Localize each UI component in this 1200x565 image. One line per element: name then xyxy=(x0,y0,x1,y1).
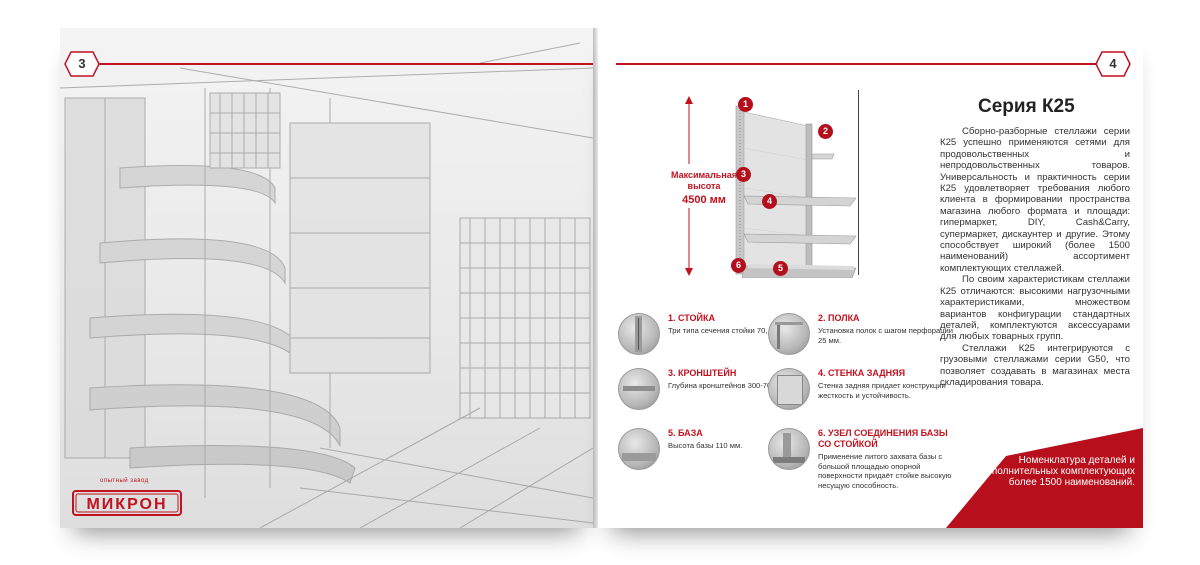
page-top-rule xyxy=(90,63,593,65)
page-number: 4 xyxy=(1109,56,1117,71)
component-description: Стенка задняя придает конструкции жестко… xyxy=(818,381,946,400)
component-title: 2. ПОЛКА xyxy=(818,313,860,323)
component-title: 6. УЗЕЛ СОЕДИНЕНИЯ БАЗЫ СО СТОЙКОЙ xyxy=(818,428,948,449)
rack-illustration xyxy=(735,105,857,278)
nomenclature-note: Номенклатура деталей и дополнительных ко… xyxy=(980,455,1135,489)
component-description: Применение литого захвата базы с большой… xyxy=(818,452,952,490)
component-title: 3. КРОНШТЕЙН xyxy=(668,368,737,378)
component-description: Глубина кронштейнов 300-700 мм. xyxy=(668,381,791,390)
component-description: Установка полок с шагом перфорации 25 мм… xyxy=(818,326,954,345)
component-title: 5. БАЗА xyxy=(668,428,703,438)
shelf-thumbnail xyxy=(768,313,810,355)
component-description: Высота базы 110 мм. xyxy=(668,441,743,450)
bracket-thumbnail xyxy=(618,368,660,410)
series-title: Серия К25 xyxy=(978,96,1075,117)
page-number-hexagon xyxy=(64,51,100,77)
left-page: 3 опытный завод МИКРОН xyxy=(60,28,593,528)
logo-tagline: опытный завод xyxy=(100,478,149,484)
height-arrow xyxy=(685,96,693,276)
description-paragraph-3: Стеллажи К25 интегрируются с грузовыми с… xyxy=(940,342,1130,388)
nomenclature-banner xyxy=(946,428,1143,528)
page-top-rule xyxy=(616,63,1096,65)
diagram-marker-3: 3 xyxy=(736,167,751,182)
diagram-marker-1: 1 xyxy=(738,97,753,112)
store-shelving-photo xyxy=(60,42,593,528)
mikron-logo: МИКРОН xyxy=(72,490,182,516)
page-number-hexagon xyxy=(1095,51,1131,77)
description-paragraph-2: По своим характеристикам стеллажи К25 от… xyxy=(940,274,1130,343)
spine-shadow xyxy=(593,28,598,528)
max-height-value: 4500 мм xyxy=(682,194,726,206)
diagram-marker-4: 4 xyxy=(762,194,777,209)
diagram-marker-2: 2 xyxy=(818,124,833,139)
base-joint-thumbnail xyxy=(768,428,810,470)
description-paragraph-1: Сборно-разборные стеллажи серии К25 успе… xyxy=(940,126,1130,274)
diagram-marker-5: 5 xyxy=(773,261,788,276)
logo-name: МИКРОН xyxy=(86,496,167,513)
description-body: Сборно-разборные стеллажи серии К25 успе… xyxy=(940,126,1130,388)
diagram-marker-6: 6 xyxy=(731,258,746,273)
back-panel-thumbnail xyxy=(768,368,810,410)
component-description: Три типа сечения стойки 70, 90, 110 мм xyxy=(668,326,807,335)
right-page: 4 Максимальная высота 4500 мм xyxy=(598,28,1143,528)
component-title: 1. СТОЙКА xyxy=(668,313,716,323)
base-thumbnail xyxy=(618,428,660,470)
max-height-label: Максимальная высота xyxy=(670,170,738,191)
component-title: 4. СТЕНКА ЗАДНЯЯ xyxy=(818,368,906,378)
column-divider xyxy=(858,90,859,275)
page-number: 3 xyxy=(78,56,86,71)
upright-thumbnail xyxy=(618,313,660,355)
